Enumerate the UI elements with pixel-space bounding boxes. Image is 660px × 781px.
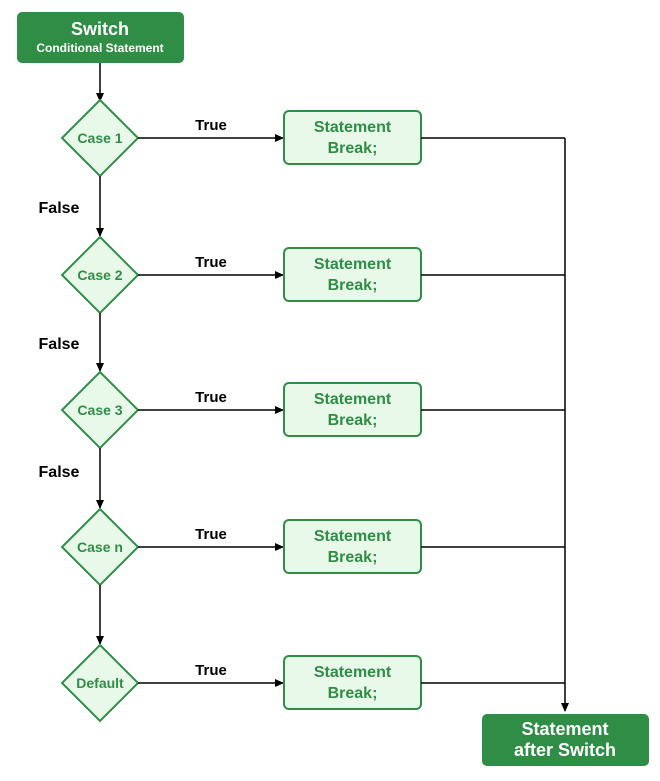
statement-after-switch-line2: after Switch: [514, 740, 616, 760]
statement-text: Statement: [314, 664, 392, 681]
true-label: True: [195, 389, 227, 406]
statement-after-switch-line1: Statement: [521, 719, 608, 739]
statement-text: Statement: [314, 256, 392, 273]
case-label: Case 2: [77, 267, 122, 283]
true-label: True: [195, 526, 227, 543]
break-text: Break;: [328, 685, 378, 702]
break-text: Break;: [328, 549, 378, 566]
statement-after-switch-box: [482, 714, 649, 766]
break-text: Break;: [328, 277, 378, 294]
false-label: False: [39, 464, 80, 481]
true-label: True: [195, 254, 227, 271]
statement-text: Statement: [314, 119, 392, 136]
switch-start-node: Switch Conditional Statement: [17, 12, 184, 63]
true-label: True: [195, 662, 227, 679]
break-text: Break;: [328, 412, 378, 429]
break-text: Break;: [328, 140, 378, 157]
true-label: True: [195, 117, 227, 134]
case-diamond: [60, 643, 140, 723]
switch-start-subtitle: Conditional Statement: [36, 41, 163, 55]
statement-text: Statement: [314, 528, 392, 545]
case-label: Case n: [77, 539, 123, 555]
case-label: Default: [76, 675, 124, 691]
statement-after-switch-node: Statement after Switch: [482, 714, 649, 766]
false-label: False: [39, 200, 80, 217]
statement-text: Statement: [314, 391, 392, 408]
case-label: Case 3: [77, 402, 122, 418]
switch-start-box: [17, 12, 184, 63]
false-label: False: [39, 336, 80, 353]
switch-start-title: Switch: [71, 19, 129, 39]
case-label: Case 1: [77, 130, 122, 146]
